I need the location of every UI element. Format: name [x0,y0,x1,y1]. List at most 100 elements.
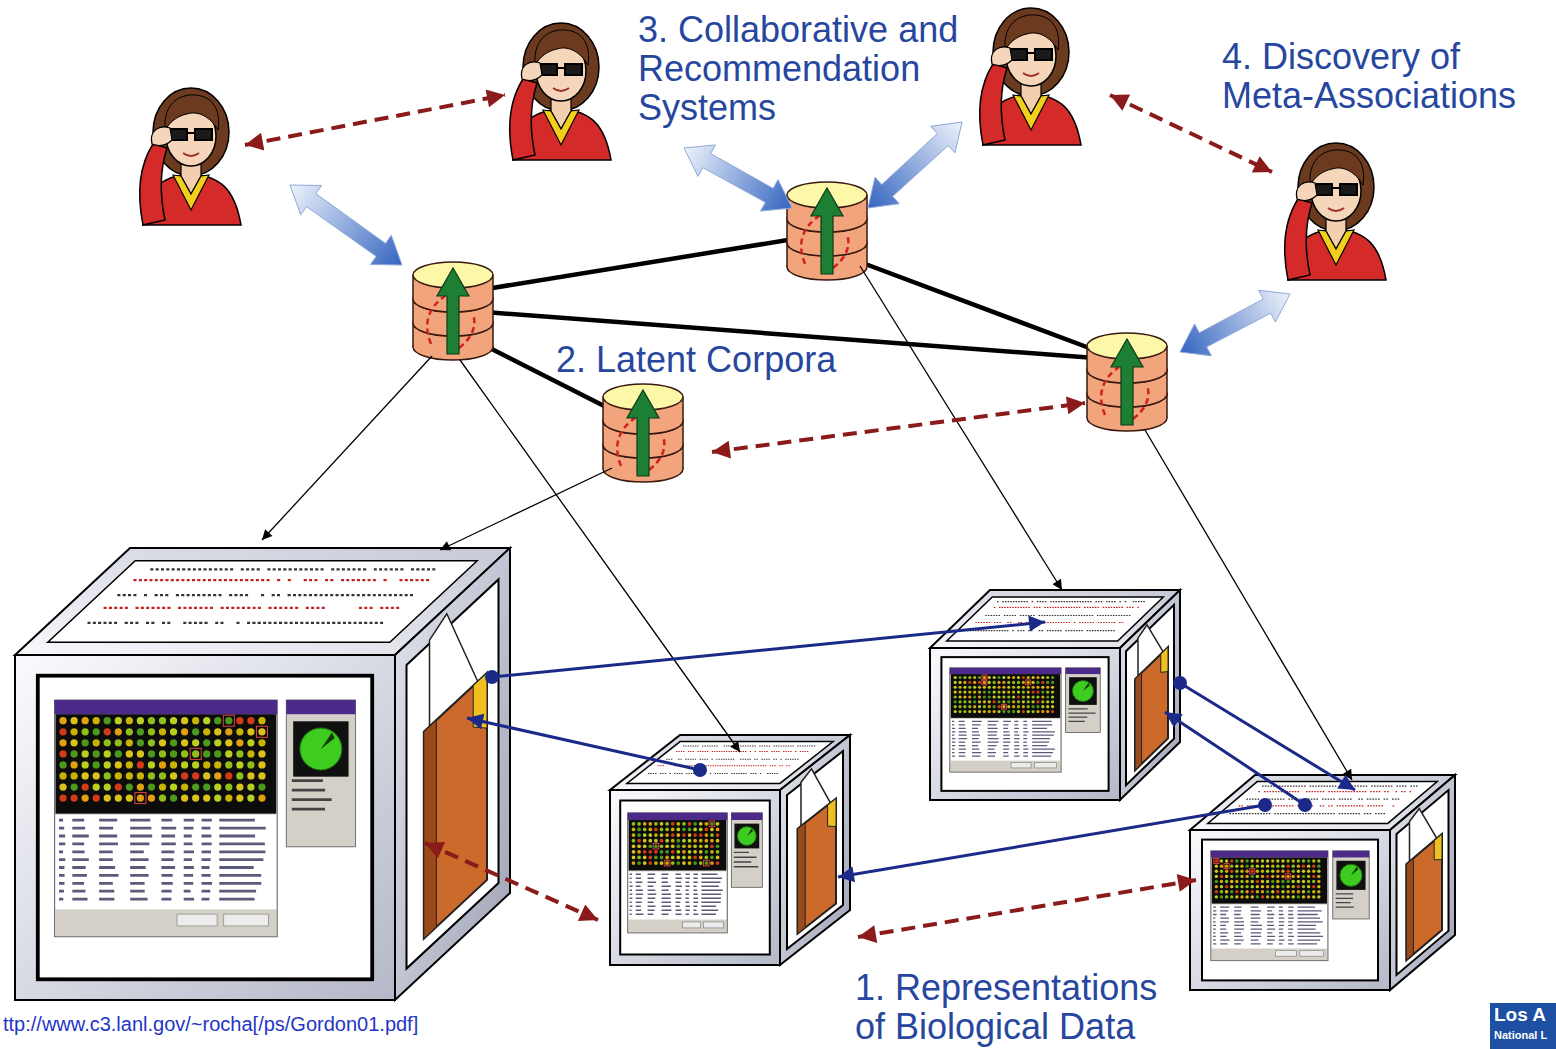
array-spot [214,761,221,768]
array-spot [1266,870,1269,873]
array-spot [181,739,188,746]
array-spot [1220,885,1223,888]
array-spot [1240,890,1243,893]
array-spot [93,783,100,790]
array-spot [1041,705,1044,708]
array-spot [1046,710,1049,713]
array-spot [82,772,89,779]
screen-frame [1202,840,1378,981]
array-spot [688,822,692,826]
array-spot [682,850,686,854]
array-spot [710,861,714,865]
array-spot [1245,885,1248,888]
array-spot [1261,895,1264,898]
array-spot [1022,676,1025,679]
side-panel [1397,790,1449,975]
array-spot [70,717,77,724]
array-spot [104,794,111,801]
array-spot [1027,700,1030,703]
shirt [543,110,579,145]
array-spot [1031,676,1034,679]
array-spot [1046,681,1049,684]
spot-highlight [709,821,715,827]
array-spot [963,700,966,703]
array-spot [1230,864,1233,867]
array-spot [115,750,122,757]
association-dot [1173,676,1187,690]
array-spot [1051,695,1054,698]
array-spot [82,717,89,724]
array-spot [1031,686,1034,689]
array-spot [1017,691,1020,694]
array-spot [688,861,692,865]
array-spot [1215,859,1218,862]
title-bar [1333,851,1369,858]
spot-wedge [1351,867,1358,876]
array-spot [1317,880,1320,883]
section-label: 2. Latent Corpora [556,340,836,379]
array-spot [1220,890,1223,893]
data-cube [610,735,850,965]
array-spot [660,833,664,837]
data-cube [930,590,1180,800]
array-spot [682,833,686,837]
title-bar [1066,668,1101,674]
arm [140,144,167,225]
green-spot [1072,681,1093,702]
bangs [1310,150,1364,185]
array-spot [1312,880,1315,883]
array-spot [1251,890,1254,893]
array-spot [1271,895,1274,898]
array-spot [1312,875,1315,878]
array-spot [236,739,243,746]
sequence-row [997,601,1145,602]
array-spot [660,856,664,860]
array-spot [643,839,647,843]
array-spot [963,705,966,708]
array-spot [993,691,996,694]
array-spot [1286,870,1289,873]
array-spot [70,750,77,757]
array-spot [148,783,155,790]
array-spot [1007,686,1010,689]
array-spot [59,772,66,779]
array-spot [632,833,636,837]
array-spot [1012,700,1015,703]
array-spot [643,856,647,860]
array-spot [973,695,976,698]
array-spot [148,728,155,735]
array-spot [1286,859,1289,862]
array-spot [665,828,669,832]
screen-frame [941,657,1108,791]
array-spot [1225,875,1228,878]
array-spot [1012,705,1015,708]
data-cube [15,548,510,1000]
green-arrow [437,268,469,354]
array-spot [225,772,232,779]
array-spot [236,761,243,768]
array-spot [247,761,254,768]
array-spot [1036,710,1039,713]
array-spot [973,681,976,684]
array-spot [958,705,961,708]
hand [991,47,1012,66]
array-spot [236,728,243,735]
array-spot [1230,880,1233,883]
array-spot [1281,864,1284,867]
array-spot [1261,875,1264,878]
array-spot [1251,880,1254,883]
section-label: 1. Representations of Biological Data [855,968,1185,1046]
spot-highlight [190,748,201,759]
mouth [1023,73,1039,76]
array-spot [1317,875,1320,878]
array-spot [671,861,675,865]
spot-highlight [223,715,234,726]
array-spot [1297,864,1300,867]
array-spot [1220,875,1223,878]
array-spot [716,822,720,826]
button [1034,763,1056,768]
array-spot [1002,676,1005,679]
array-spot [181,794,188,801]
array-spot [1302,870,1305,873]
association-arrow [492,622,1045,677]
